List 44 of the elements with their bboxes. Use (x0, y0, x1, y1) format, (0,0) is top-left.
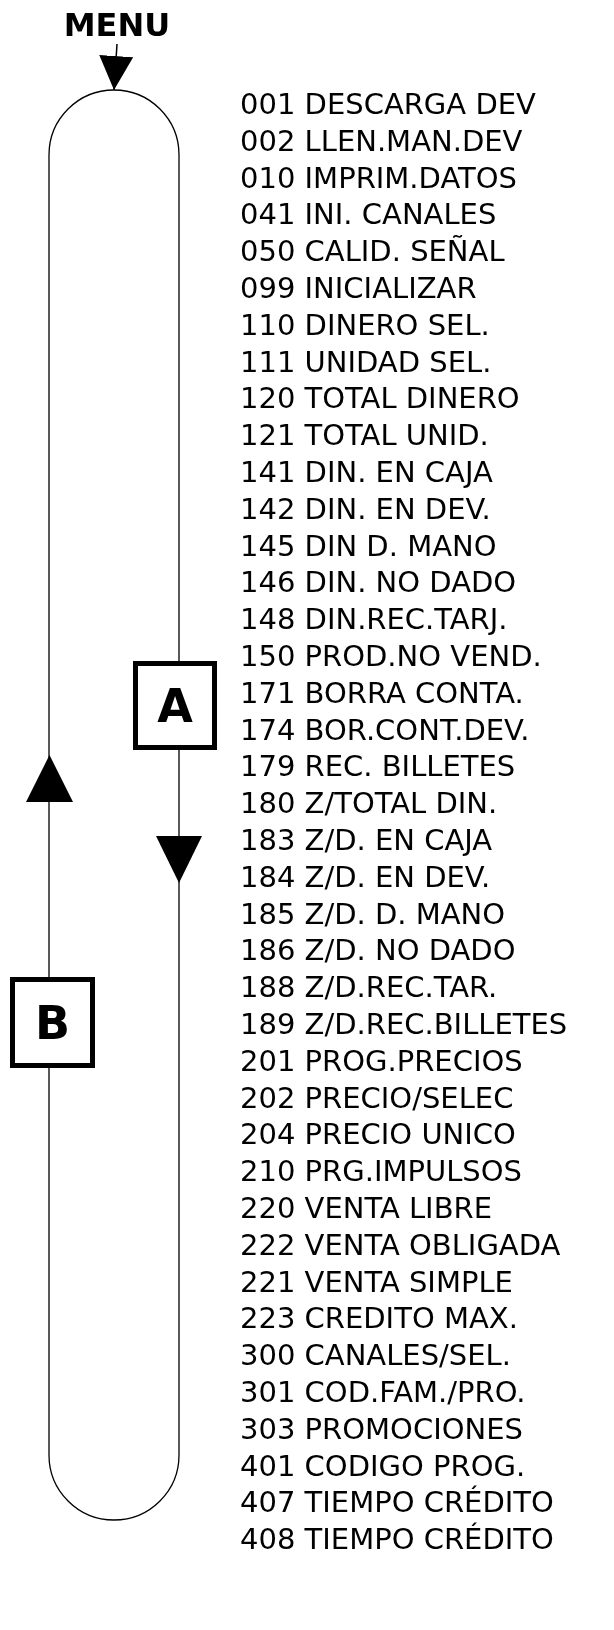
label-box: B (10, 977, 95, 1068)
menu-option-text: 301 COD.FAM./PRO. (240, 1375, 526, 1409)
menu-heading: MENU (52, 6, 182, 44)
menu-option-text: 148 DIN.REC.TARJ. (240, 602, 508, 637)
menu-option-text: 300 CANALES/SEL. (240, 1338, 511, 1373)
arrow (99, 43, 134, 91)
menu-option-text: 110 DINERO SEL. (240, 307, 490, 342)
menu-option-text: 120 TOTAL DINERO (240, 381, 520, 416)
menu-option-text: 202 PRECIO/SELEC (240, 1080, 514, 1115)
menu-option-text: 407 TIEMPO CRÉDITO (240, 1485, 554, 1520)
menu-option-text: 150 PROD.NO VEND. (240, 639, 542, 673)
menu-option-text: 002 LLEN.MAN.DEV (240, 123, 523, 158)
menu-option-text: 171 BORRA CONTA. (240, 675, 524, 710)
menu-option-text: 146 DIN. NO DADO (240, 565, 517, 600)
menu-option-text: 111 UNIDAD SEL. (240, 344, 492, 379)
menu-option-text: 201 PROG.PRECIOS (240, 1043, 523, 1078)
menu-option-text: 180 Z/TOTAL DIN. (240, 786, 498, 821)
menu-option-text: 142 DIN. EN DEV. (240, 491, 491, 526)
menu-option-text: 185 Z/D. D. MANO (240, 896, 506, 931)
menu-option-text: 189 Z/D.REC.BILLETES (240, 1007, 568, 1041)
menu-option-text: 204 PRECIO UNICO (240, 1117, 516, 1152)
menu-option-text: 303 PROMOCIONES (240, 1411, 523, 1446)
menu-option-text: 050 CALID. SEÑAL (240, 234, 505, 269)
menu-option-text: 099 INICIALIZAR (240, 271, 477, 305)
menu-option-text: 183 Z/D. EN CAJA (240, 823, 493, 857)
menu-option-text: 186 Z/D. NO DADO (240, 933, 516, 968)
menu-option-text: 401 CODIGO PROG. (240, 1448, 526, 1483)
menu-option-text: 210 PRG.IMPULSOS (240, 1154, 522, 1189)
menu-option-text: 184 Z/D. EN DEV. (240, 859, 491, 894)
label-box: A (133, 661, 217, 750)
menu-option-text: 174 BOR.CONT.DEV. (240, 712, 530, 747)
menu-option-text: 188 Z/D.REC.TAR. (240, 970, 498, 1005)
menu-option-text: 001 DESCARGA DEV (240, 87, 536, 121)
menu-option-text: 179 REC. BILLETES (240, 749, 516, 784)
menu-option-text: 221 VENTA SIMPLE (240, 1264, 513, 1299)
menu-option-text: 010 IMPRIM.DATOS (240, 160, 517, 195)
menu-option-text: 121 TOTAL UNID. (240, 418, 489, 453)
menu-option-text: 041 INI. CANALES (240, 197, 497, 232)
menu-option-text: 220 VENTA LIBRE (240, 1191, 493, 1225)
menu-option-text: 141 DIN. EN CAJA (240, 455, 493, 489)
menu-option-text: 145 DIN D. MANO (240, 528, 497, 563)
menu-option-text: 223 CREDITO MAX. (240, 1301, 518, 1336)
menu-option-text: 408 TIEMPO CRÉDITO (240, 1522, 554, 1557)
menu-option-text: 222 VENTA OBLIGADA (240, 1227, 561, 1262)
